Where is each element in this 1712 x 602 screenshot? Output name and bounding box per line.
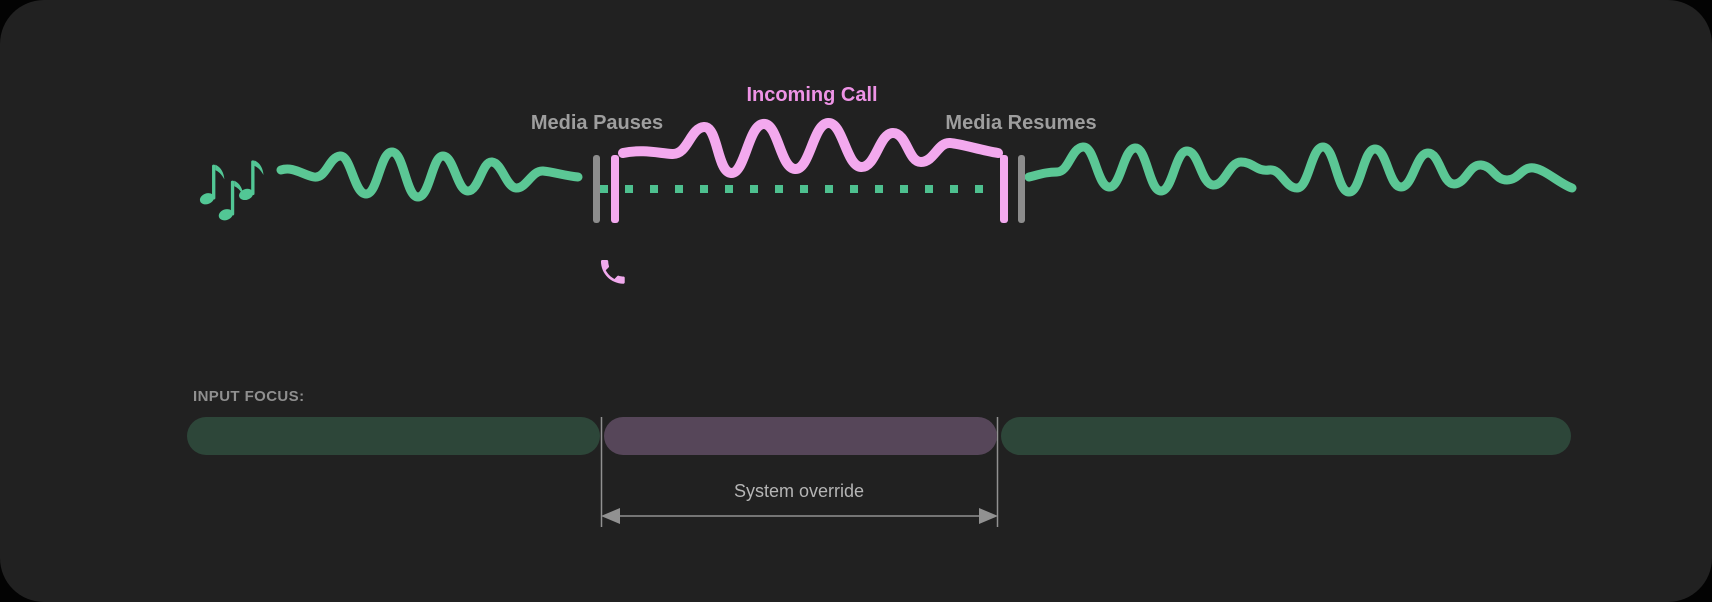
call-wave xyxy=(618,118,1003,178)
focus-bar-media-before xyxy=(187,417,600,455)
media-wave-before xyxy=(276,147,583,202)
focus-bar-media-after xyxy=(1001,417,1571,455)
override-guides xyxy=(600,417,999,527)
input-focus-heading: INPUT FOCUS: xyxy=(193,388,305,405)
music-notes-icon xyxy=(198,160,264,223)
focus-bar-call-override xyxy=(604,417,997,455)
incoming-call-label: Incoming Call xyxy=(746,84,878,106)
media-resumes-label: Media Resumes xyxy=(945,112,1097,134)
phone-icon xyxy=(600,259,625,284)
override-span-arrow xyxy=(601,508,998,524)
system-override-label: System override xyxy=(733,481,865,501)
media-resume-marker xyxy=(1000,155,1025,223)
media-pause-marker xyxy=(593,155,619,223)
media-pauses-label: Media Pauses xyxy=(530,112,664,134)
media-wave-after xyxy=(1024,142,1577,197)
